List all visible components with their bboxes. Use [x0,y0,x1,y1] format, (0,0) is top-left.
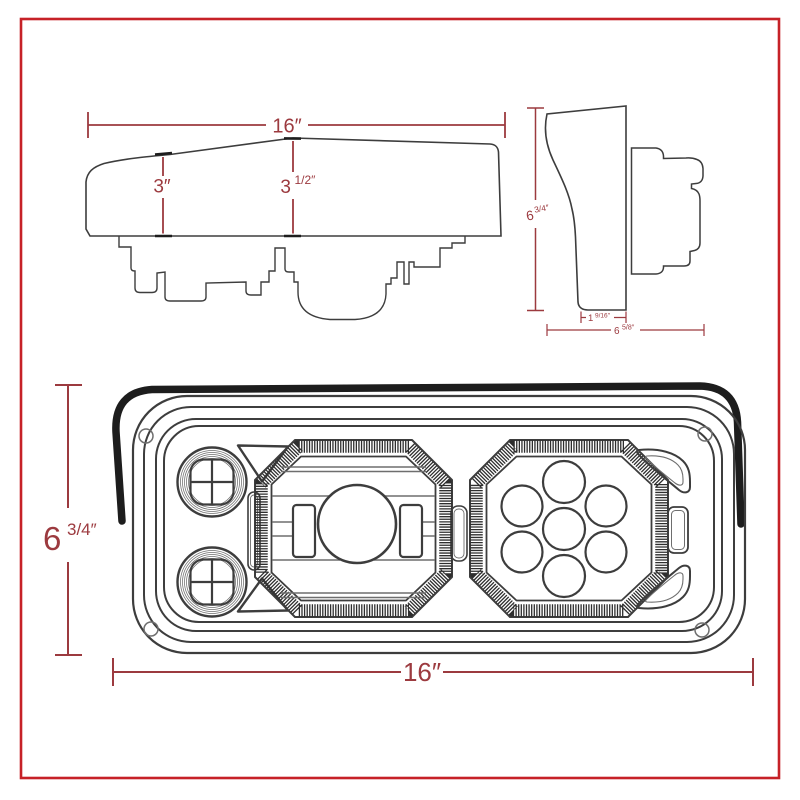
bezel-bracket-top-right [635,448,691,494]
low-beam-projector-lens [316,483,398,565]
screw-hole-top-right [697,426,713,442]
low-beam-clip-right [398,503,424,559]
side-view-body-outline [544,105,627,311]
top-view-outline [85,137,502,237]
high-beam-outer-octagon [469,439,669,618]
low-beam-inner-octagon [270,455,437,602]
turn-signal-lamp-lower [176,546,248,618]
front-height-frac: 3/4″ [67,520,97,539]
side-depth-overall-frac: 5/8″ [622,325,635,332]
top-view: 16″ 3″ 3 1/2″ [85,112,506,321]
bezel-bracket-bottom-right [635,564,691,610]
front-height-dimension: 6 3/4″ [43,384,97,656]
low-beam-knurled-ring [255,440,452,617]
front-bezel-ring-3 [155,418,723,632]
side-height-whole: 6 [525,208,535,224]
screw-hole-top-left [138,428,154,444]
side-depth-overall-dimension: 6 5/8″ [546,324,705,337]
high-beam-knurled-ring [470,440,668,617]
front-bezel-ring-outer [131,394,747,655]
front-bezel-ring-2 [143,406,735,643]
top-width-dimension: 16″ [87,112,506,138]
front-housing-flange-edge [112,382,745,528]
low-beam-reflector-slats [272,466,435,599]
high-beam-inner-octagon [485,455,653,602]
front-view: 6 3/4″ 16″ [43,382,754,687]
side-depth-lens-whole: 1 [588,313,593,324]
top-width-dimension-label: 16″ [272,116,301,138]
front-width-dimension: 16″ [112,657,754,687]
low-beam-clip-left [291,503,317,559]
side-height-frac: 3/4″ [533,202,549,214]
side-view-housing-outline [630,147,704,275]
dimension-anchor-ticks [154,137,302,238]
bezel-bracket-middle-right [667,506,689,554]
top-height-right-dimension: 3 1/2″ [280,141,316,234]
side-depth-lens-frac: 9/16″ [595,313,611,320]
side-depth-overall-whole: 6 [614,326,620,337]
top-view-connector-profile [118,236,466,321]
low-beam-outer-octagon [254,439,453,618]
high-beam-lamp [469,439,669,618]
front-bezel-ring-inner [163,425,715,623]
screw-hole-bottom-right [694,622,710,638]
top-height-left-dimension: 3″ [153,157,171,234]
low-beam-lamp [254,439,453,618]
turn-signal-lens-lower [189,558,235,606]
top-height-right-whole: 3 [280,177,291,198]
bezel-strut-right [450,505,468,562]
side-view: 6 3/4″ 1 9/16″ 6 5/8″ [525,105,705,337]
top-height-left-label: 3″ [153,177,171,198]
top-height-right-frac: 1/2″ [295,173,317,187]
turn-signal-lens-upper [189,458,235,506]
high-beam-led-array [500,459,628,599]
turn-signal-lamp-upper [176,446,248,518]
screw-hole-bottom-left [143,621,159,637]
page-frame-border [19,17,781,780]
side-height-dimension: 6 3/4″ [525,107,550,312]
front-height-whole: 6 [43,520,61,557]
front-width-label: 16″ [403,657,441,687]
side-depth-lens-dimension: 1 9/16″ [580,311,627,324]
